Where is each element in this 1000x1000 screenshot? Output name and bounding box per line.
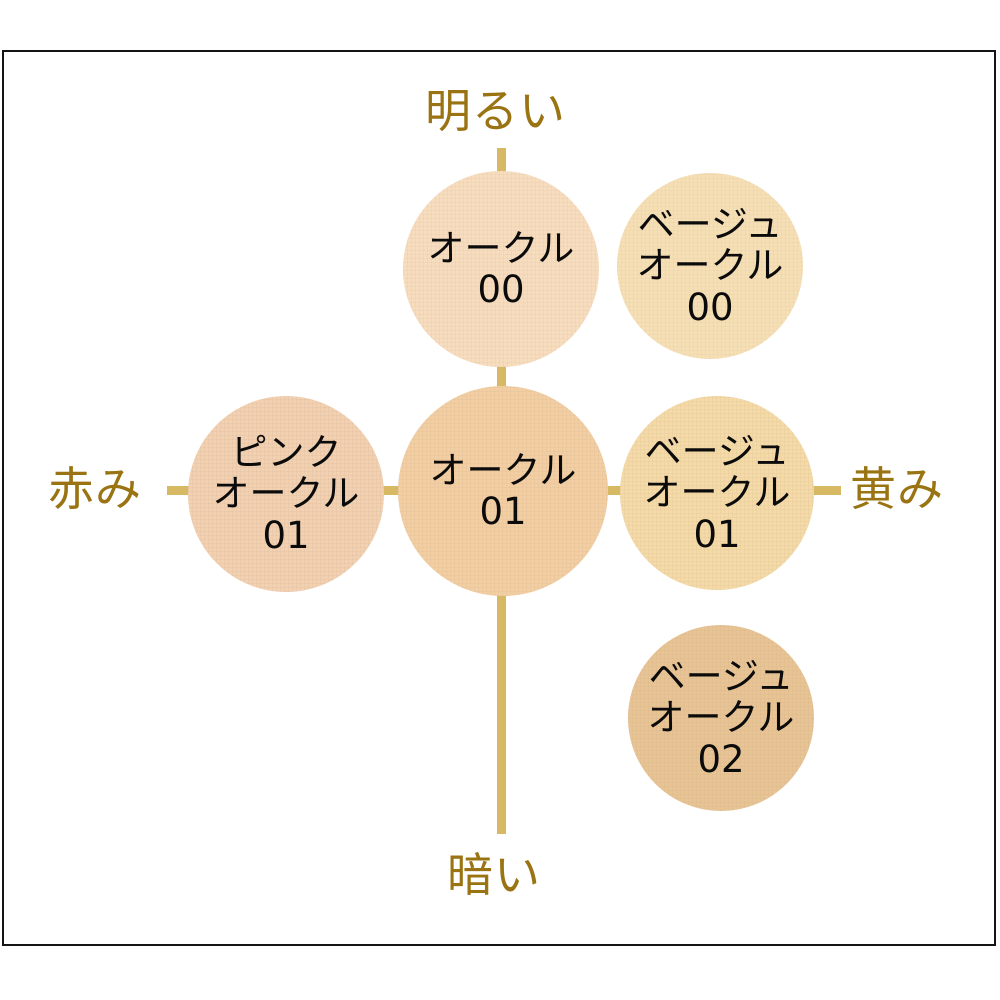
- swatch-label-line: ベージュ: [637, 202, 783, 246]
- swatch-label-line: ピンク: [230, 430, 342, 474]
- swatch-ochre-00[interactable]: オークル 00: [403, 171, 599, 367]
- axis-label-red: 赤み: [48, 462, 142, 516]
- axis-label-dark: 暗い: [447, 848, 541, 902]
- swatch-label-line: 02: [697, 737, 745, 781]
- swatch-pink-ochre-01[interactable]: ピンク オークル 01: [188, 396, 384, 592]
- swatch-label-line: 01: [479, 490, 527, 533]
- swatch-label-line: 01: [262, 513, 310, 557]
- chart-frame: [2, 50, 996, 946]
- swatch-beige-ochre-00[interactable]: ベージュ オークル 00: [617, 173, 803, 359]
- swatch-label-line: ベージュ: [644, 429, 790, 473]
- swatch-ochre-01[interactable]: オークル 01: [398, 386, 608, 596]
- swatch-label-line: ベージュ: [648, 654, 794, 698]
- swatch-label-line: オークル: [427, 226, 575, 270]
- swatch-beige-ochre-01[interactable]: ベージュ オークル 01: [620, 396, 814, 590]
- swatch-label-line: オークル: [636, 244, 784, 288]
- swatch-label-line: オークル: [647, 696, 795, 740]
- swatch-beige-ochre-02[interactable]: ベージュ オークル 02: [628, 625, 814, 811]
- axis-label-yellow: 黄み: [850, 462, 944, 516]
- swatch-label-line: 00: [686, 285, 734, 329]
- swatch-label-line: 01: [693, 512, 741, 556]
- swatch-label-line: 00: [477, 268, 525, 311]
- swatch-label-line: オークル: [429, 448, 577, 492]
- axis-label-bright: 明るい: [425, 84, 566, 138]
- swatch-label-line: オークル: [212, 472, 360, 516]
- swatch-label-line: オークル: [643, 471, 791, 515]
